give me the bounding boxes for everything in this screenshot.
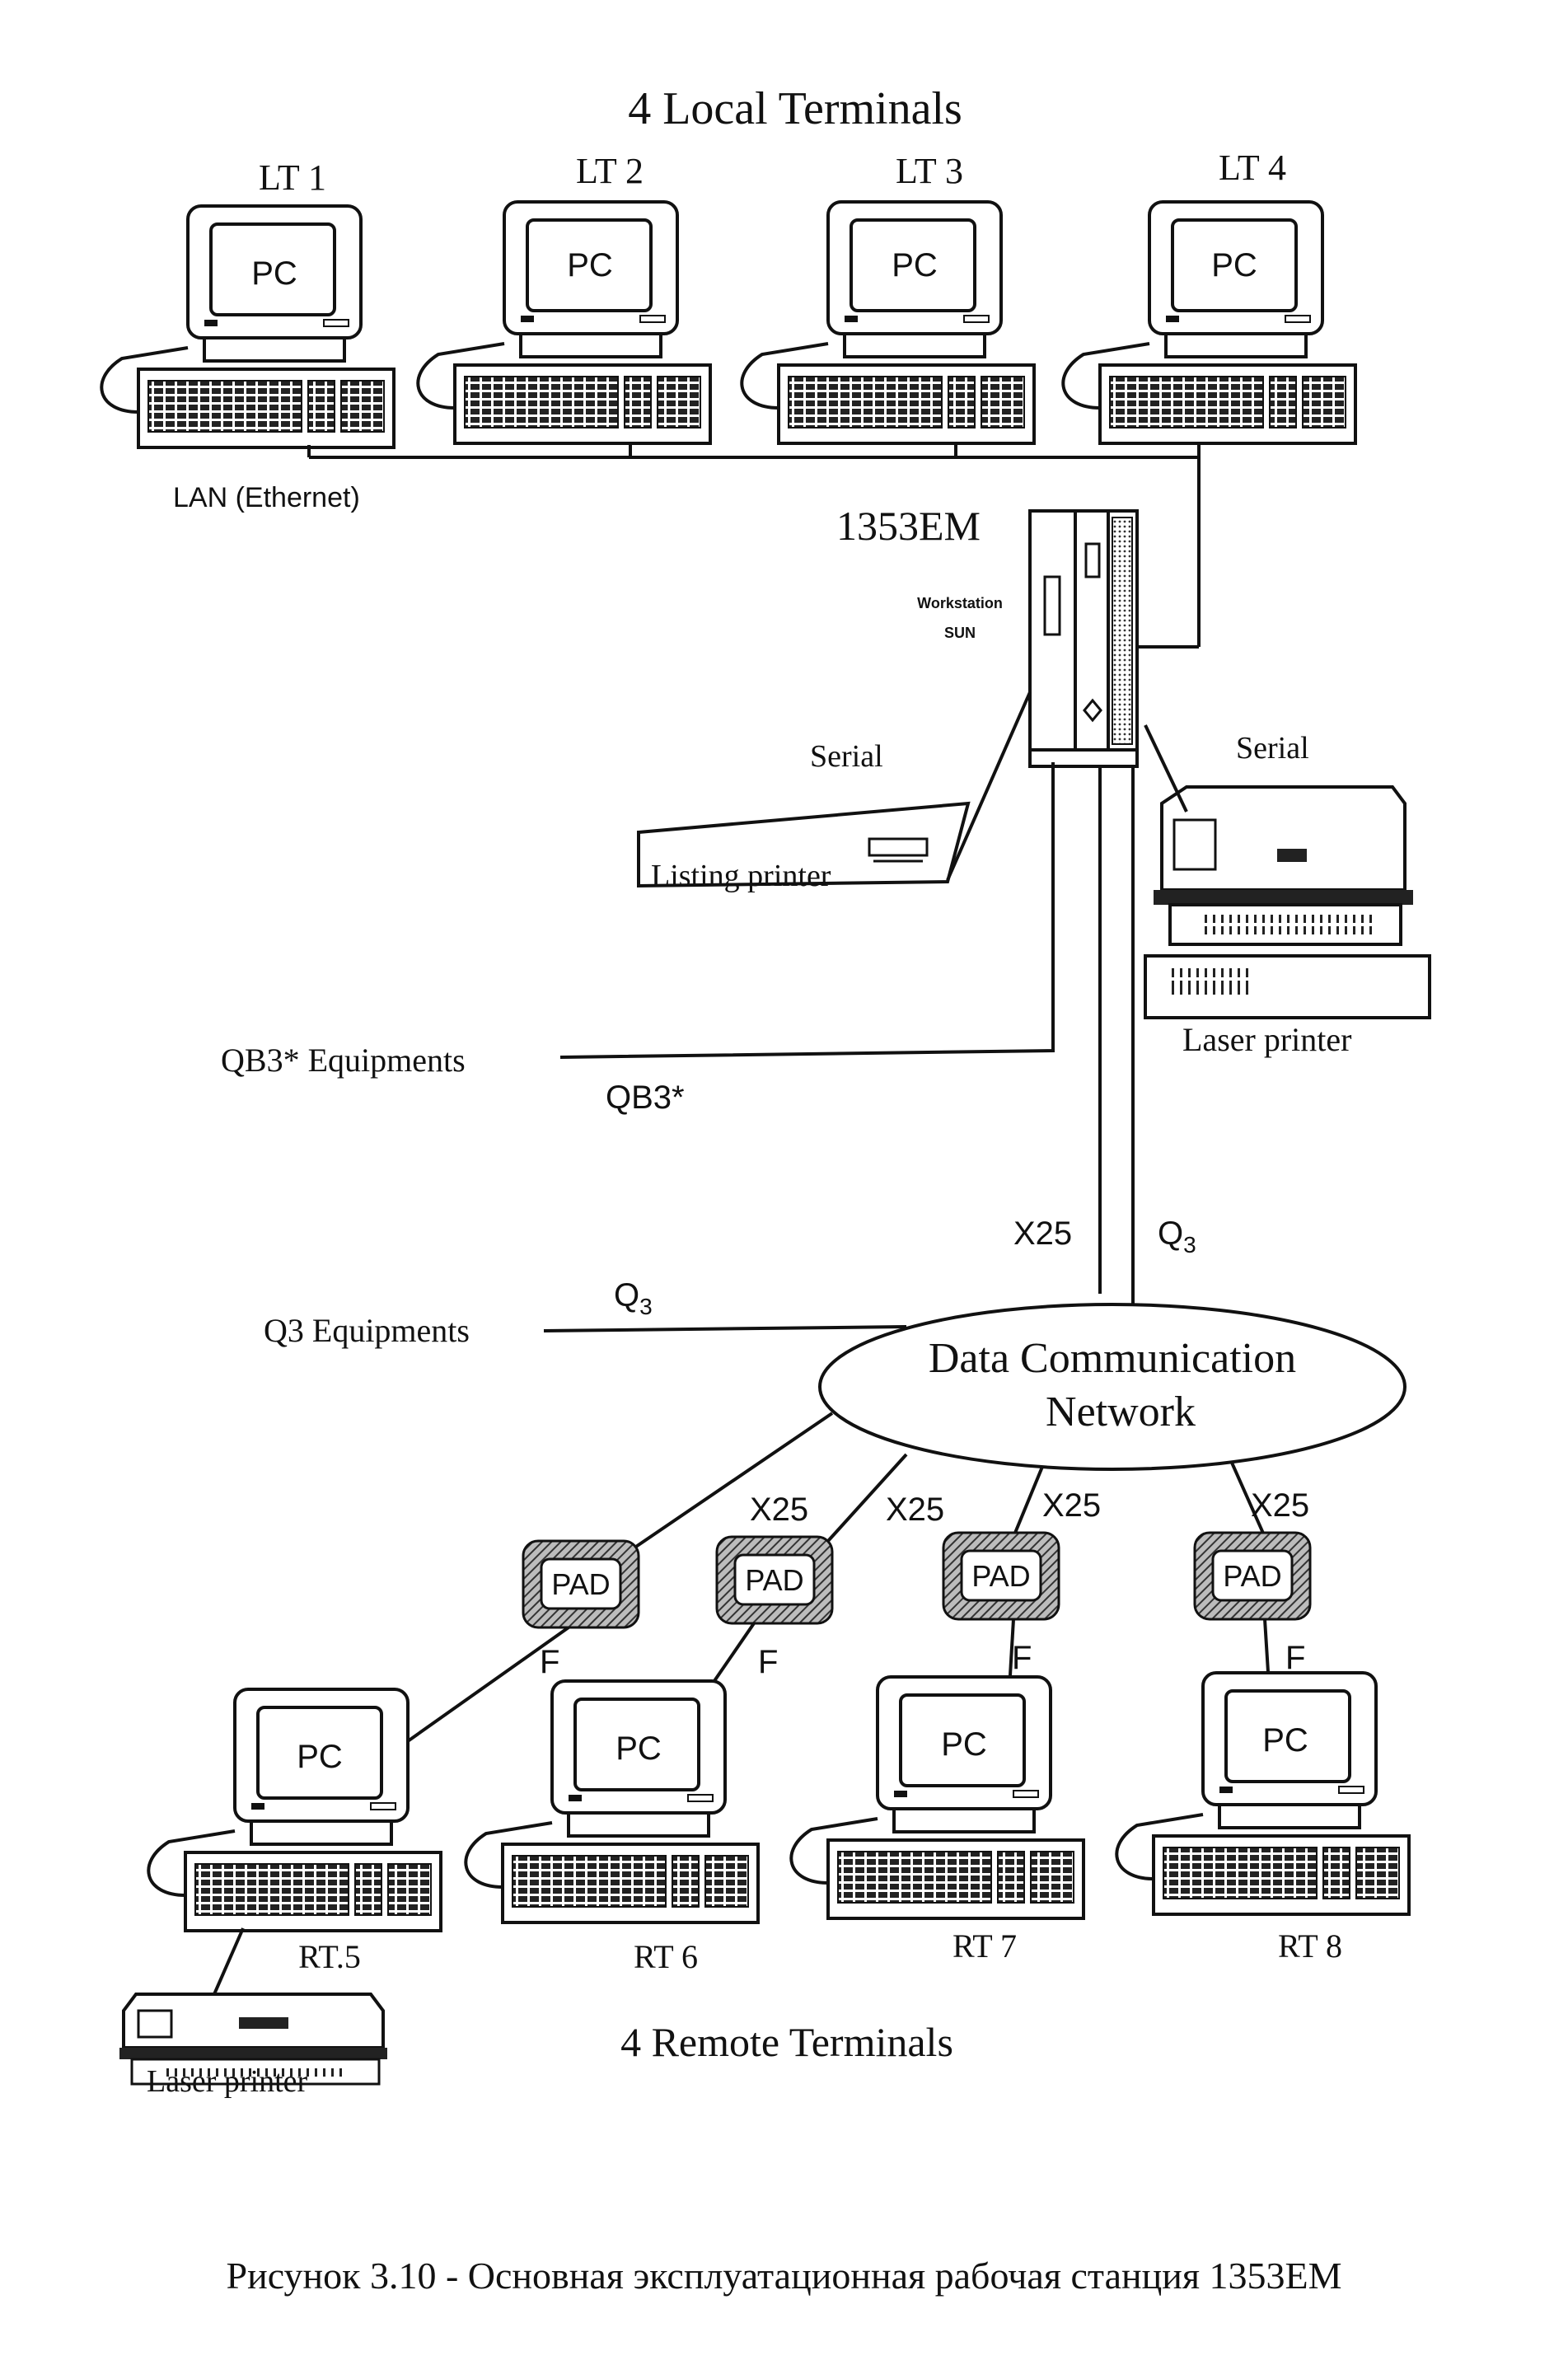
q3-trunk-label: Q3 bbox=[1158, 1215, 1196, 1257]
lan-bus bbox=[307, 443, 1201, 649]
local-terminal-lt1: LT 1 PC bbox=[100, 157, 396, 449]
f-links bbox=[398, 1618, 1271, 1749]
x25-branch-label: X25 bbox=[1042, 1487, 1101, 1524]
trunk-lines bbox=[1098, 766, 1135, 1310]
x25-branch-label: X25 bbox=[886, 1492, 944, 1528]
monitor-screen-label: PC bbox=[892, 247, 938, 283]
listing-printer bbox=[637, 801, 971, 888]
local-terminal-lt3: LT 3 PC bbox=[740, 151, 1036, 445]
laser-printer-bottom-label: Laser printer bbox=[147, 2064, 308, 2099]
listing-printer-label: Listing printer bbox=[651, 859, 831, 893]
serial-label-right: Serial bbox=[1236, 731, 1309, 766]
local-terminal-label: LT 2 bbox=[576, 151, 644, 191]
monitor-screen-label: PC bbox=[251, 255, 297, 292]
local-terminals-title: 4 Local Terminals bbox=[628, 83, 962, 134]
q3-link-label: Q3 bbox=[614, 1277, 653, 1319]
serial-link-right bbox=[1144, 724, 1188, 813]
monitor-screen-label: PC bbox=[567, 247, 613, 283]
f-label: F bbox=[1012, 1640, 1032, 1676]
q3-link-subscript: 3 bbox=[639, 1294, 653, 1319]
q3-equipments-label: Q3 Equipments bbox=[264, 1312, 470, 1349]
qb3-link-label: QB3* bbox=[606, 1079, 685, 1116]
pad-label: PAD bbox=[971, 1559, 1030, 1593]
workstation-tower bbox=[1028, 509, 1139, 768]
local-terminal-lt2: LT 2 PC bbox=[416, 151, 712, 445]
pad-box-2: PAD bbox=[715, 1535, 834, 1625]
monitor-screen-label: PC bbox=[615, 1730, 662, 1767]
monitor-screen-label: PC bbox=[941, 1726, 987, 1763]
q3-trunk-subscript: 3 bbox=[1183, 1232, 1196, 1257]
local-terminal-label: LT 3 bbox=[896, 151, 963, 191]
laser-printer-top-label: Laser printer bbox=[1182, 1021, 1351, 1058]
dcn-label-line2: Network bbox=[1046, 1389, 1196, 1435]
pad-box-3: PAD bbox=[942, 1531, 1060, 1621]
remote-terminal-rt5: PC RT.5 bbox=[147, 1688, 442, 1975]
workstation-subtitle: Workstation bbox=[917, 595, 1003, 611]
figure-caption: Рисунок 3.10 - Основная эксплуатационная… bbox=[226, 2255, 1342, 2297]
lan-label: LAN (Ethernet) bbox=[173, 482, 360, 513]
qb3-equipments-label: QB3* Equipments bbox=[221, 1042, 466, 1079]
q3-trunk-main: Q bbox=[1158, 1215, 1183, 1252]
pad-label: PAD bbox=[551, 1567, 610, 1601]
serial-label-left: Serial bbox=[810, 739, 883, 774]
x25-branch-label: X25 bbox=[1251, 1487, 1309, 1524]
local-terminal-label: LT 1 bbox=[259, 157, 326, 198]
remote-terminal-label: RT 7 bbox=[953, 1927, 1017, 1965]
remote-terminal-rt7: PC RT 7 bbox=[789, 1675, 1085, 1965]
pad-label: PAD bbox=[1223, 1559, 1281, 1593]
workstation-name: 1353EM bbox=[836, 503, 981, 549]
f-label: F bbox=[758, 1644, 778, 1680]
data-communication-network bbox=[818, 1303, 1407, 1471]
remote-terminal-label: RT 8 bbox=[1278, 1927, 1342, 1965]
local-terminal-lt4: LT 4 PC bbox=[1061, 148, 1357, 445]
x25-branches bbox=[625, 1412, 1266, 1555]
f-label: F bbox=[540, 1644, 559, 1680]
x25-trunk-label: X25 bbox=[1013, 1215, 1072, 1252]
q3-link-main: Q bbox=[614, 1277, 639, 1314]
laser-printer-top bbox=[1144, 785, 1431, 1019]
workstation-subtitle: SUN bbox=[944, 625, 976, 641]
monitor-screen-label: PC bbox=[1211, 247, 1257, 283]
pad-box-4: PAD bbox=[1193, 1531, 1312, 1621]
remote-terminals-title: 4 Remote Terminals bbox=[620, 2019, 953, 2065]
qb3-link bbox=[559, 762, 1055, 1059]
f-label: F bbox=[1285, 1640, 1305, 1676]
x25-branch-label: X25 bbox=[750, 1492, 808, 1528]
monitor-screen-label: PC bbox=[1262, 1722, 1308, 1758]
pad-label: PAD bbox=[745, 1563, 803, 1597]
serial-link-left bbox=[946, 691, 1032, 881]
q3-link bbox=[543, 1325, 907, 1332]
remote-terminal-rt8: PC RT 8 bbox=[1115, 1671, 1411, 1965]
remote-terminal-label: RT.5 bbox=[298, 1938, 361, 1975]
remote-terminal-label: RT 6 bbox=[634, 1938, 698, 1975]
local-terminal-label: LT 4 bbox=[1219, 148, 1286, 188]
dcn-label-line1: Data Communication bbox=[929, 1335, 1296, 1382]
rt5-printer-link bbox=[213, 1927, 245, 1995]
laser-printer-bottom bbox=[119, 1993, 387, 2086]
pad-box-1: PAD bbox=[522, 1539, 640, 1629]
remote-terminal-rt6: PC RT 6 bbox=[464, 1679, 760, 1975]
monitor-screen-label: PC bbox=[297, 1739, 343, 1775]
